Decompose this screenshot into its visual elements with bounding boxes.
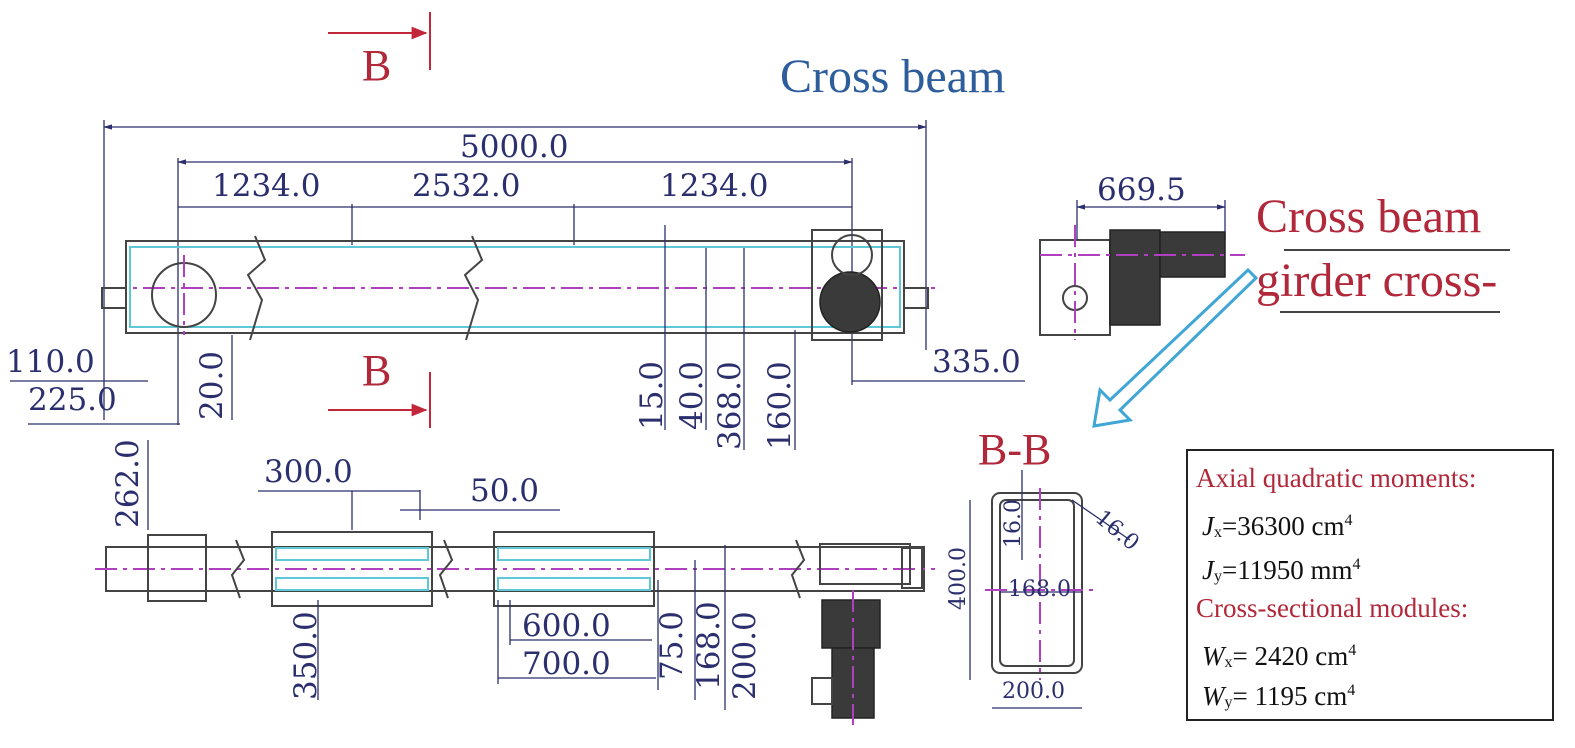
section-label-b-bottom: B: [362, 346, 391, 395]
dim-lower-1: 600.0: [522, 608, 611, 644]
dim-v1: 75.0: [654, 611, 690, 680]
section-label-b-top: B: [362, 41, 391, 90]
jy-exponent: 4: [1352, 556, 1361, 573]
dim-section-outer-width: 200.0: [1002, 679, 1065, 704]
axial-moments-header: Axial quadratic moments:: [1196, 463, 1477, 493]
plan-view: 262.0 300.0 50.0 350.0 600.0 700.0 75.0: [95, 439, 935, 725]
jx-symbol: J: [1202, 511, 1214, 541]
wy-symbol: W: [1202, 681, 1225, 711]
dim-section-top-plate: 16.0: [1001, 499, 1026, 548]
girder-title-line2: girder cross-: [1256, 254, 1497, 307]
jy-subscript: y: [1213, 568, 1222, 585]
jy-symbol: J: [1202, 555, 1214, 585]
dim-right-offset: 335.0: [932, 344, 1021, 380]
section-marker-top: B: [328, 12, 431, 90]
dim-v2: 168.0: [691, 601, 727, 690]
jx-value: Jx=36300 cm4: [1202, 511, 1352, 542]
wy-value: Wy= 1195 cm4: [1202, 681, 1355, 712]
girder-title-line1: Cross beam: [1256, 190, 1481, 243]
section-properties-box: Axial quadratic moments: Jx=36300 cm4 Jy…: [1186, 449, 1554, 721]
dim-section-height: 400.0: [946, 547, 971, 610]
wx-symbol: W: [1202, 641, 1225, 671]
jx-subscript: x: [1213, 524, 1222, 541]
section-marker-bottom: B: [328, 346, 431, 428]
wy-exponent: 4: [1347, 682, 1356, 699]
wx-value: Wx= 2420 cm4: [1202, 641, 1356, 672]
wx-number: = 2420 cm: [1232, 641, 1349, 671]
dim-plate-height: 350.0: [288, 611, 324, 700]
dim-section-inner-width: 168.0: [1008, 577, 1071, 602]
dim-left-offset-2: 225.0: [28, 382, 117, 418]
dim-section-web: 16.0: [1090, 505, 1144, 556]
section-pointer-arrow: [1092, 267, 1259, 428]
dim-left-span: 1234.0: [212, 168, 320, 204]
dim-bottom-gap: 20.0: [194, 351, 230, 420]
jx-exponent: 4: [1344, 512, 1353, 529]
wx-subscript: x: [1224, 654, 1233, 671]
dim-gap: 50.0: [470, 473, 539, 509]
wy-subscript: y: [1224, 694, 1233, 711]
section-label-bb: B-B: [978, 425, 1051, 474]
dim-left-height: 262.0: [110, 439, 146, 528]
jy-value: Jy=11950 mm4: [1202, 555, 1360, 586]
dim-plate-width: 300.0: [264, 454, 353, 490]
dim-lower-2: 700.0: [522, 646, 611, 682]
jy-number: =11950 mm: [1221, 555, 1353, 585]
dim-right-span: 1234.0: [660, 168, 768, 204]
section-bb: B-B 400.0 16.0 16.0 168.0 200.0: [946, 425, 1144, 709]
dim-v3: 200.0: [727, 611, 763, 700]
wy-number: = 1195 cm: [1232, 681, 1348, 711]
dim-middle-span: 2532.0: [412, 168, 520, 204]
dim-h1: 15.0: [634, 361, 670, 430]
dim-h4: 160.0: [762, 361, 798, 450]
modules-header: Cross-sectional modules:: [1196, 593, 1469, 623]
end-view: 669.5: [1039, 172, 1245, 340]
dim-end-width: 669.5: [1097, 172, 1186, 208]
dim-left-offset-1: 110.0: [6, 344, 95, 380]
jx-number: =36300 cm: [1221, 511, 1345, 541]
wx-exponent: 4: [1348, 642, 1357, 659]
cross-beam-title: Cross beam: [780, 50, 1005, 103]
dim-overall: 5000.0: [460, 129, 568, 165]
elevation-view: 5000.0 1234.0 2532.0 1234.0 110.0 225.0 …: [6, 120, 1025, 450]
dim-h2: 40.0: [674, 361, 710, 430]
dim-h3: 368.0: [712, 361, 748, 450]
